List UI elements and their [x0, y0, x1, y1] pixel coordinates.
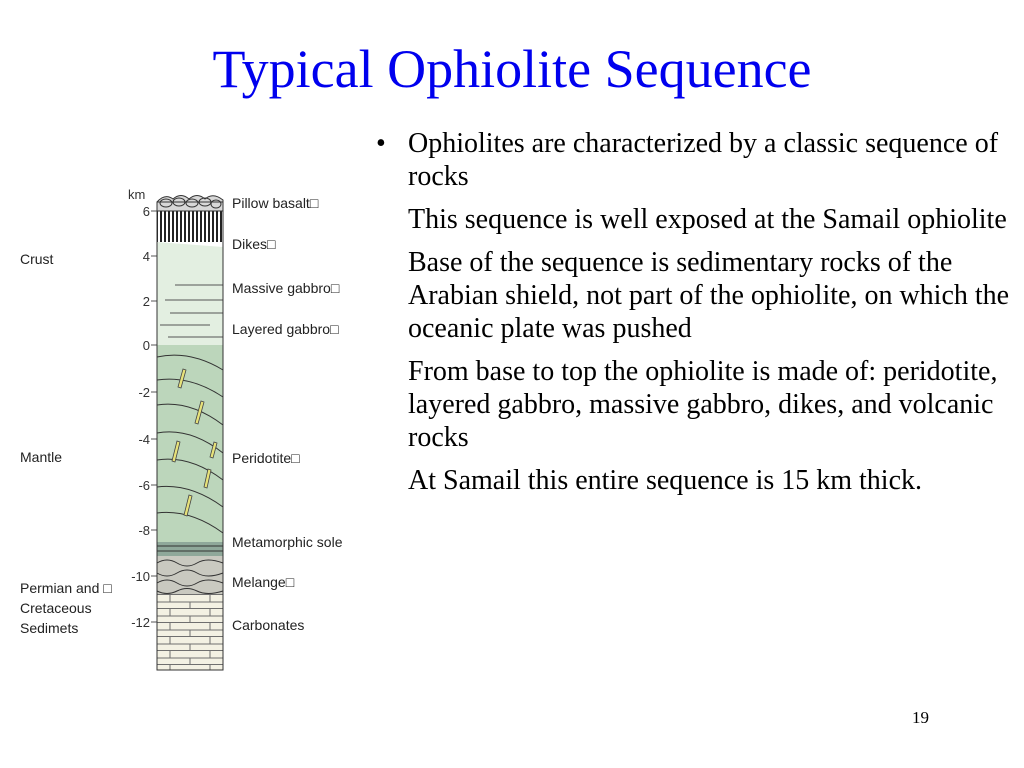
group-label-sediments: Permian and □: [20, 580, 112, 596]
bullet-marker: •: [376, 128, 386, 159]
bullet-text: Ophiolites are characterized by a classi…: [408, 128, 999, 192]
layer-melange: [157, 556, 223, 594]
bullet-item: At Samail this entire sequence is 15 km …: [368, 464, 1018, 497]
depth-tick: 4: [143, 249, 150, 264]
page-number: 19: [912, 708, 929, 727]
gabbro-lines: [160, 284, 223, 338]
layer-carbonates: [157, 594, 223, 670]
layer-pillow-basalt: [156, 195, 224, 212]
ophiolite-column-diagram: km 6 4 2 0 -2 -4 -6 -8 -10 -12: [20, 187, 343, 671]
depth-axis-ticks: 6 4 2 0 -2 -4 -6 -8 -10 -12: [131, 204, 150, 630]
bullet-text: From base to top the ophiolite is made o…: [408, 356, 998, 453]
group-label-sediments: Cretaceous: [20, 600, 92, 616]
bullet-text: At Samail this entire sequence is 15 km …: [408, 465, 923, 496]
layer-label: Peridotite□: [232, 450, 300, 466]
layer-label: Metamorphic sole: [232, 534, 343, 550]
group-labels: Crust Mantle Permian and □ Cretaceous Se…: [20, 251, 112, 636]
bullet-text: This sequence is well exposed at the Sam…: [408, 204, 1007, 235]
layer-metamorphic-sole: [157, 542, 223, 556]
layer-label: Layered gabbro□: [232, 321, 339, 337]
layer-massive-gabbro: [157, 242, 223, 303]
peridotite-foliation: [156, 354, 224, 534]
group-label-sediments: Sedimets: [20, 620, 78, 636]
bullet-item: Base of the sequence is sedimentary rock…: [368, 246, 1018, 345]
layer-peridotite: [157, 345, 223, 542]
sole-lines: [157, 545, 223, 552]
depth-tick: -8: [138, 523, 150, 538]
depth-tick: 6: [143, 204, 150, 219]
layer-label: Carbonates: [232, 617, 304, 633]
depth-tick: 0: [143, 338, 150, 353]
depth-tick: -4: [138, 432, 150, 447]
depth-tick: -6: [138, 478, 150, 493]
slide-title: Typical Ophiolite Sequence: [212, 39, 812, 99]
layer-layered-gabbro: [157, 303, 223, 345]
depth-tick: 2: [143, 294, 150, 309]
group-label-crust: Crust: [20, 251, 54, 267]
tick-marks: [151, 210, 157, 623]
bullet-text: Base of the sequence is sedimentary rock…: [408, 247, 1010, 344]
depth-tick: -2: [138, 385, 150, 400]
group-label-mantle: Mantle: [20, 449, 62, 465]
bullet-list: • Ophiolites are characterized by a clas…: [368, 127, 1018, 507]
depth-tick: -12: [131, 615, 150, 630]
axis-unit: km: [128, 187, 145, 202]
layer-label: Melange□: [232, 574, 295, 590]
layer-label: Pillow basalt□: [232, 195, 319, 211]
layer-label: Massive gabbro□: [232, 280, 340, 296]
column-outline: [156, 201, 224, 671]
layer-labels: Pillow basalt□ Dikes□ Massive gabbro□ La…: [232, 195, 343, 633]
layer-label: Dikes□: [232, 236, 276, 252]
bullet-item: • Ophiolites are characterized by a clas…: [368, 127, 1018, 193]
melange-texture: [156, 559, 224, 594]
depth-tick: -10: [131, 569, 150, 584]
dunite-pods: [171, 368, 218, 517]
bullet-item: From base to top the ophiolite is made o…: [368, 355, 1018, 454]
bullet-item: This sequence is well exposed at the Sam…: [368, 203, 1018, 236]
